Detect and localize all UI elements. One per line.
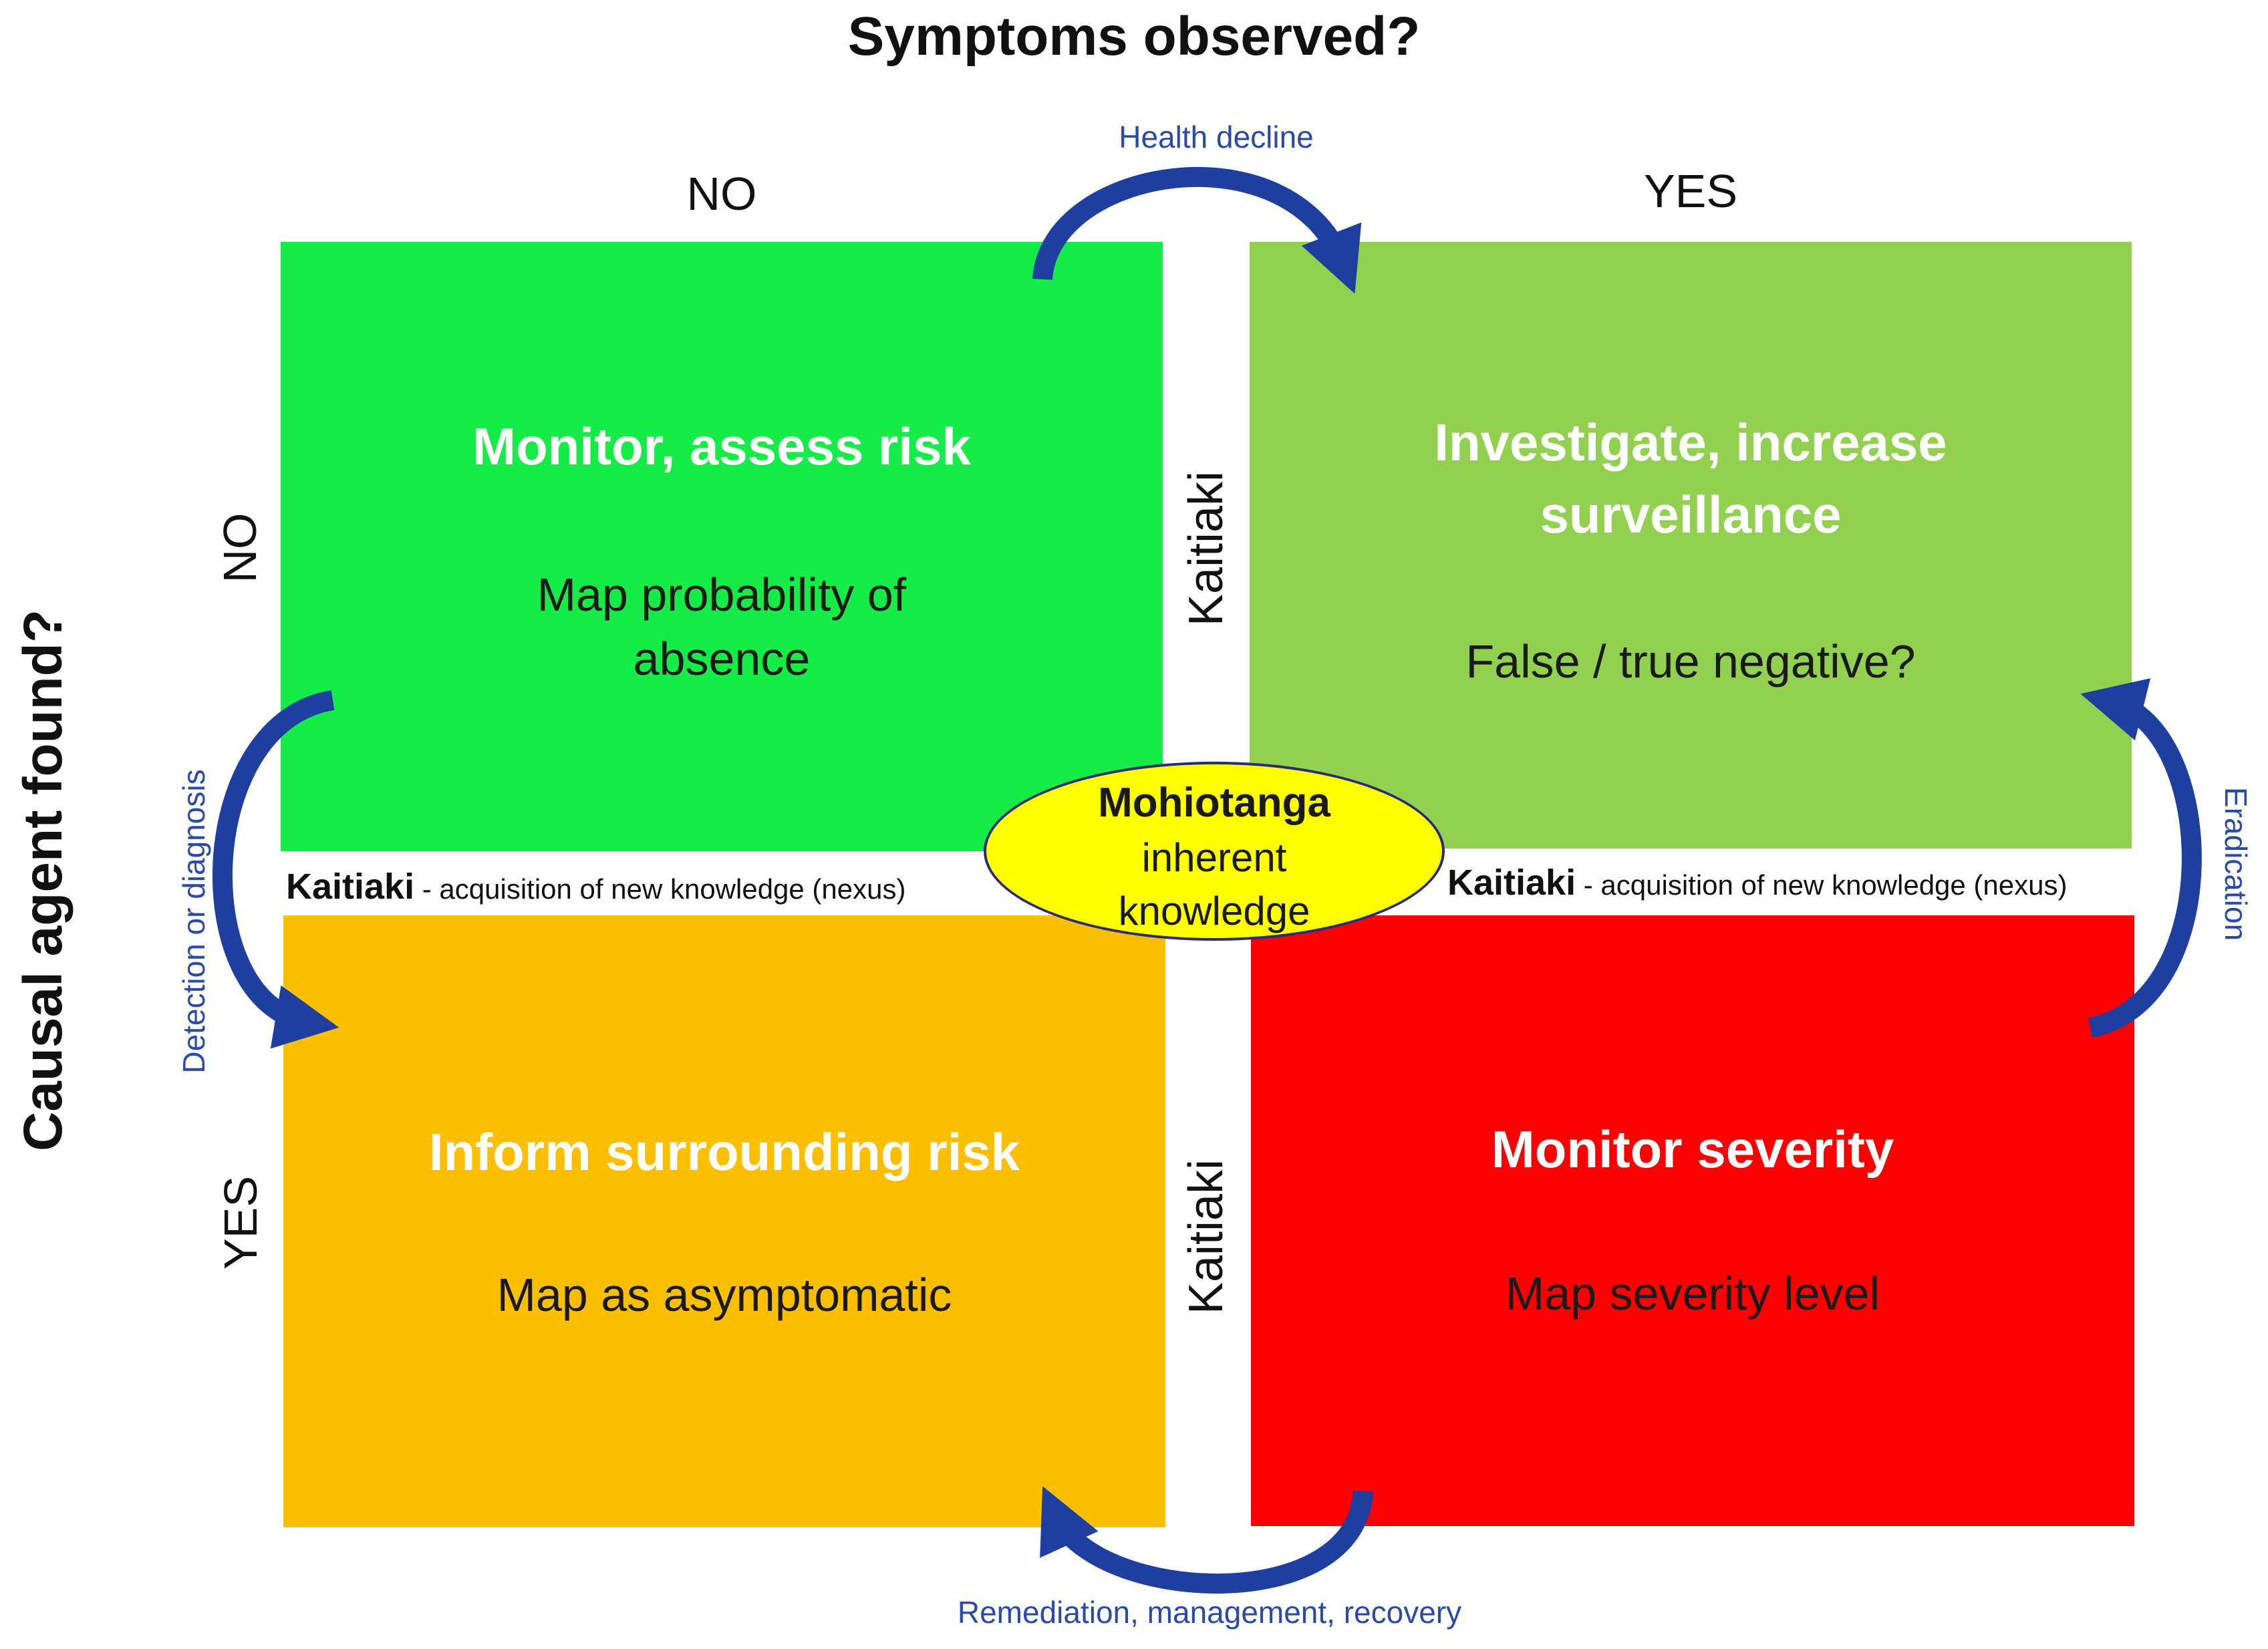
quadrant-body: Map severity level [1505,1267,1880,1320]
kaitiaki-word: Kaitiaki [1447,863,1576,903]
kaitiaki-row-left: Kaitiaki - acquisition of new knowledge … [286,866,905,907]
detection-arrow [212,690,339,1049]
center-line1: inherent [1141,835,1287,880]
top-axis-yes: YES [1643,165,1738,217]
quadrant-top-left: Monitor, assess risk Map probability of … [281,242,1163,851]
transition-top-label: Health decline [1119,120,1314,154]
quadrant-title-line2: surveillance [1540,485,1842,544]
health-decline-arrow [1032,167,1362,294]
center-title: Mohiotanga [1098,780,1330,826]
center-line2: knowledge [1118,889,1310,933]
transition-bottom-label: Remediation, management, recovery [957,1595,1462,1630]
remediation-arrow [1040,1486,1373,1594]
quadrant-body-line2: absence [633,633,811,685]
quadrant-title: Inform surrounding risk [428,1122,1020,1181]
kaitiaki-row-right: Kaitiaki - acquisition of new knowledge … [1447,862,2067,903]
quadrant-bottom-left: Inform surrounding risk Map as asymptoma… [283,915,1165,1527]
top-axis-no: NO [686,168,757,220]
kaitiaki-word: Kaitiaki [286,867,415,907]
quadrant-body: Map as asymptomatic [497,1269,952,1321]
quadrant-top-right: Investigate, increase surveillance False… [1250,242,2132,849]
kaitiaki-suffix: - acquisition of new knowledge (nexus) [1576,869,2068,901]
top-heading: Symptoms observed? [847,6,1421,67]
quadrant-bottom-right: Monitor severity Map severity level [1251,915,2134,1526]
quadrant-body: False / true negative? [1465,635,1916,688]
quadrant-title-line1: Investigate, increase [1434,413,1947,472]
center-ellipse: Mohiotanga inherent knowledge [984,762,1445,941]
quadrant-body-line1: Map probability of [537,569,907,621]
quadrant-title: Monitor severity [1491,1120,1894,1179]
quadrant-title: Monitor, assess risk [472,417,971,476]
eradication-arrow [2080,678,2202,1038]
kaitiaki-suffix: - acquisition of new knowledge (nexus) [414,873,906,905]
